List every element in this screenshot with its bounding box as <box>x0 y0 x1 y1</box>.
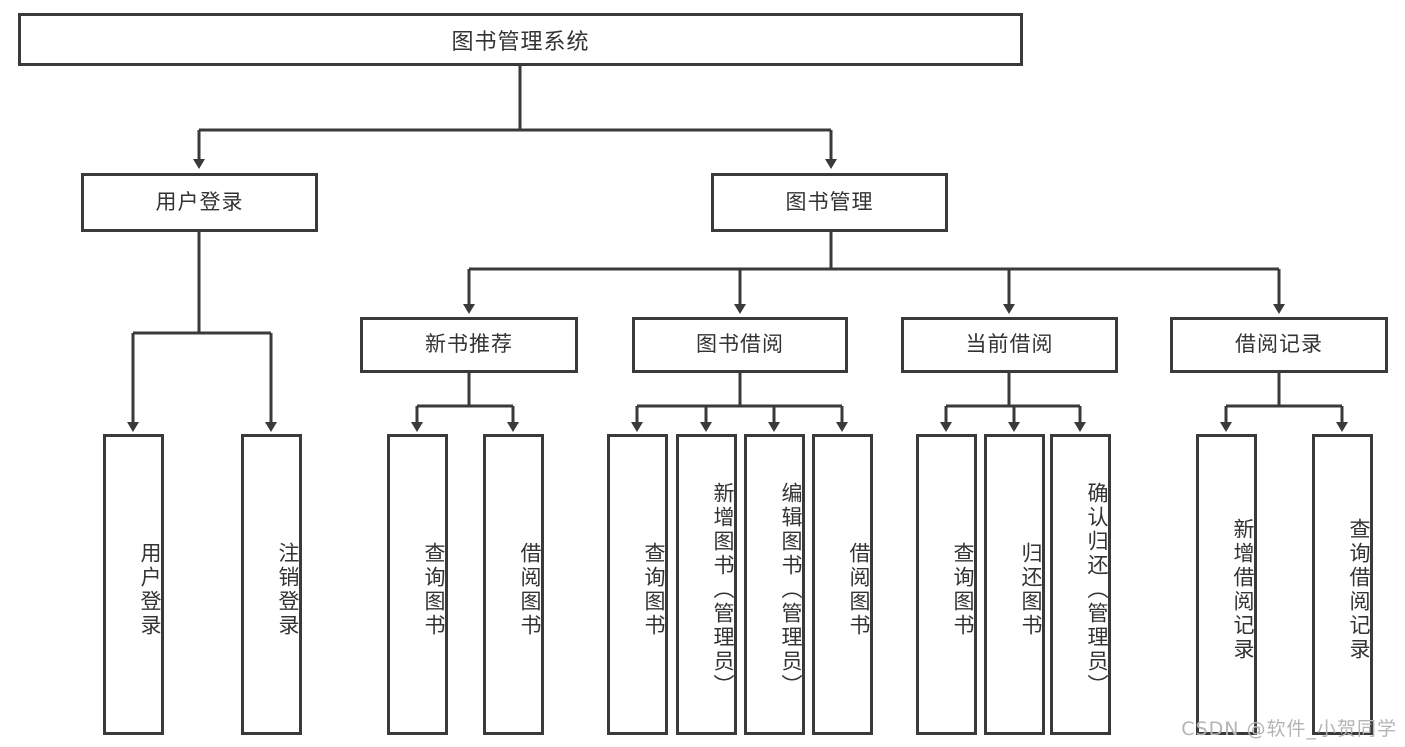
leaf-book-borrow-borrow[interactable]: 借阅图书 <box>812 434 873 735</box>
node-label: 当前借阅 <box>965 332 1054 357</box>
leaf-user-login-logout[interactable]: 注销登录 <box>241 434 302 735</box>
node-label: 确认归还（管理员） <box>1085 481 1109 698</box>
node-label: 借阅记录 <box>1235 332 1323 357</box>
node-label: 图书管理 <box>785 189 874 214</box>
node-label: 图书借阅 <box>696 332 784 357</box>
node-borrow-record[interactable]: 借阅记录 <box>1170 317 1388 373</box>
node-label: 编辑图书（管理员） <box>779 481 803 698</box>
leaf-new-book-query[interactable]: 查询图书 <box>387 434 448 735</box>
node-book-borrow[interactable]: 图书借阅 <box>632 317 848 373</box>
leaf-current-borrow-confirm-return[interactable]: 确认归还（管理员） <box>1050 434 1111 735</box>
node-label: 查询图书 <box>642 541 666 638</box>
node-label: 用户登录 <box>155 189 244 214</box>
node-user-login[interactable]: 用户登录 <box>81 173 318 232</box>
leaf-user-login-login[interactable]: 用户登录 <box>103 434 164 735</box>
node-current-borrow[interactable]: 当前借阅 <box>901 317 1118 373</box>
node-label: 注销登录 <box>276 541 300 638</box>
node-label: 新增借阅记录 <box>1231 517 1255 662</box>
leaf-book-borrow-edit[interactable]: 编辑图书（管理员） <box>744 434 805 735</box>
node-book-management[interactable]: 图书管理 <box>711 173 948 232</box>
node-label: 借阅图书 <box>518 541 542 638</box>
node-label: 借阅图书 <box>847 541 871 638</box>
leaf-book-borrow-query[interactable]: 查询图书 <box>607 434 668 735</box>
node-label: 新书推荐 <box>425 332 513 357</box>
leaf-current-borrow-query[interactable]: 查询图书 <box>916 434 977 735</box>
leaf-borrow-record-add[interactable]: 新增借阅记录 <box>1196 434 1257 735</box>
node-label: 用户登录 <box>138 541 162 638</box>
leaf-book-borrow-add[interactable]: 新增图书（管理员） <box>676 434 737 735</box>
node-label: 图书管理系统 <box>451 29 590 55</box>
node-root-system[interactable]: 图书管理系统 <box>18 13 1023 66</box>
node-label: 查询借阅记录 <box>1347 517 1371 662</box>
node-label: 归还图书 <box>1019 541 1043 638</box>
node-label: 查询图书 <box>951 541 975 638</box>
leaf-current-borrow-return[interactable]: 归还图书 <box>984 434 1045 735</box>
node-new-book-recommend[interactable]: 新书推荐 <box>360 317 578 373</box>
node-label: 新增图书（管理员） <box>711 481 735 698</box>
leaf-new-book-borrow[interactable]: 借阅图书 <box>483 434 544 735</box>
leaf-borrow-record-query[interactable]: 查询借阅记录 <box>1312 434 1373 735</box>
node-label: 查询图书 <box>422 541 446 638</box>
watermark: CSDN @软件_小贺同学 <box>1181 718 1397 740</box>
